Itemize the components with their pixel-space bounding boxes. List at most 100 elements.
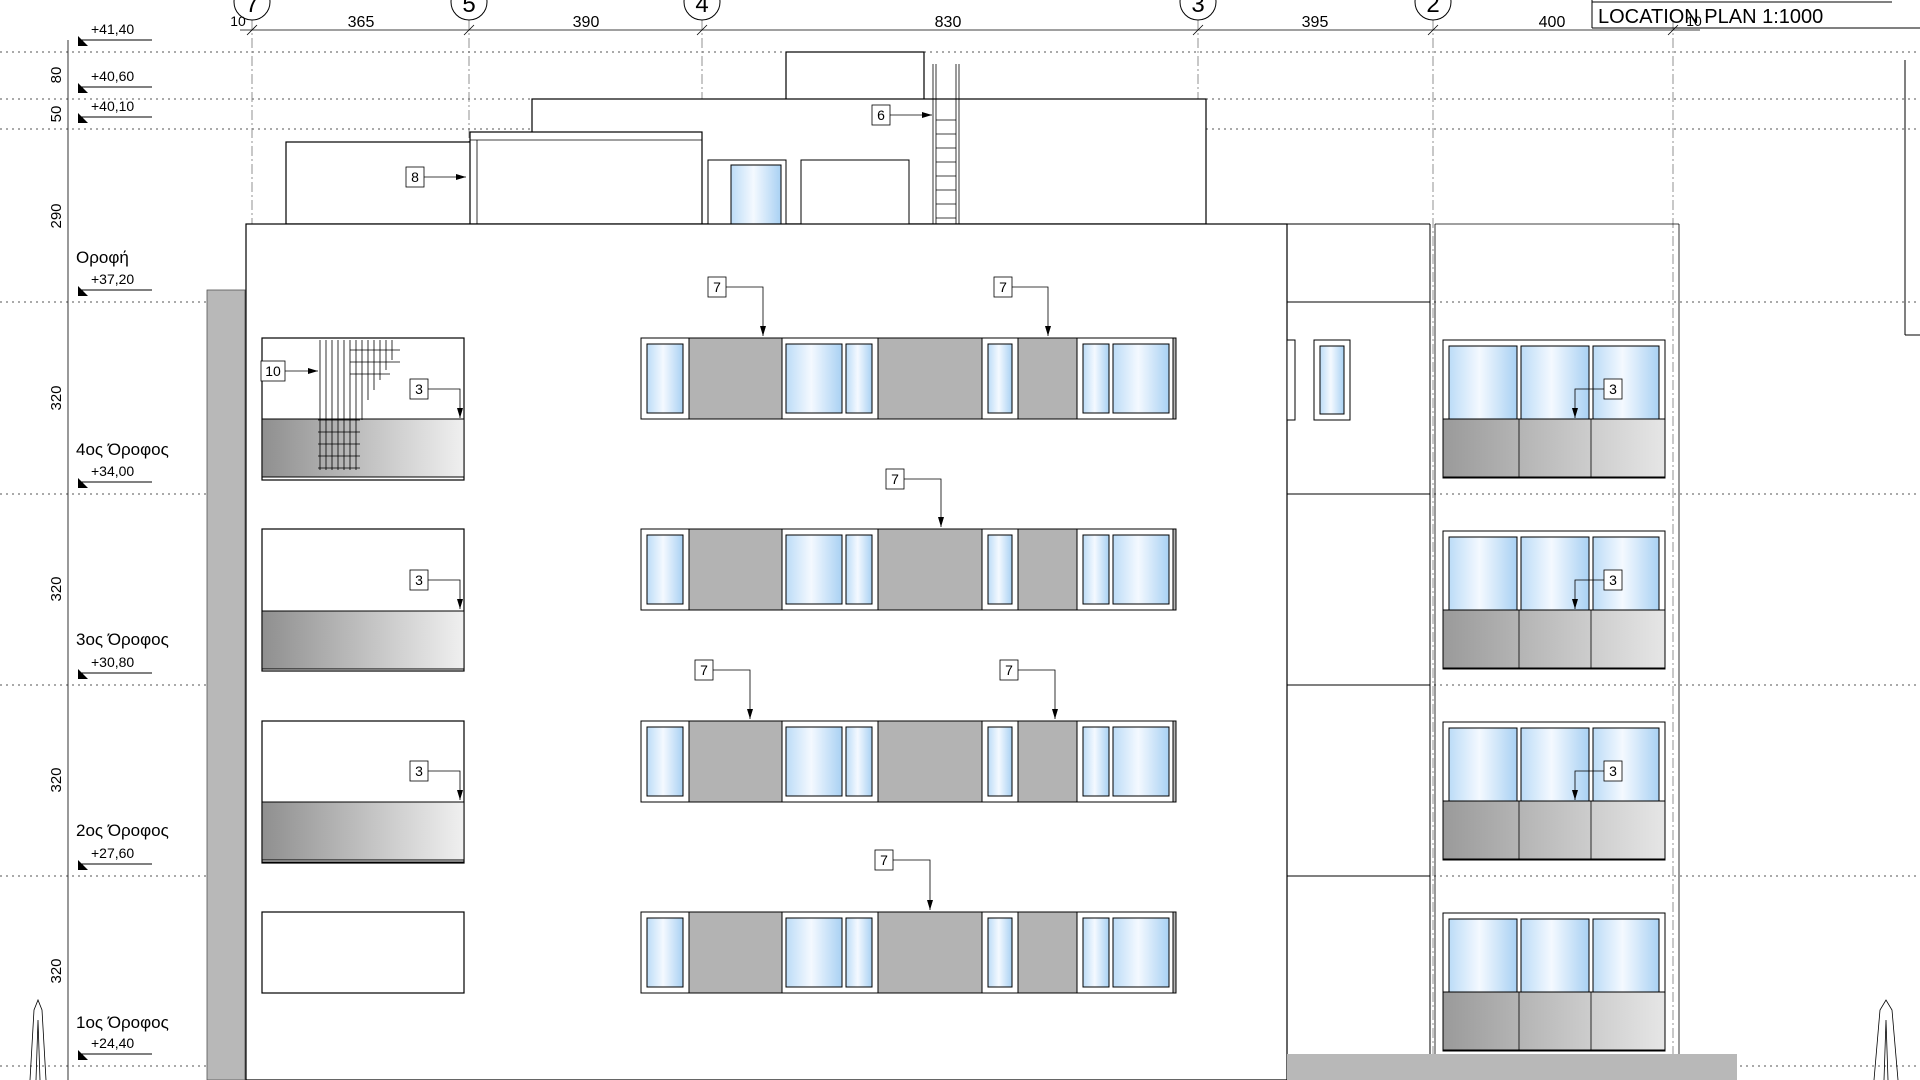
- tag-6: 6: [871, 104, 932, 126]
- tag-label: 3: [1609, 572, 1617, 588]
- level-marker: Οροφή +37,20: [76, 248, 152, 296]
- axis-bubble-4: 4: [683, 0, 721, 21]
- tag-label: 7: [1005, 662, 1013, 678]
- level-elevation: +40,60: [91, 68, 134, 84]
- spiral-stair: [318, 340, 400, 470]
- tag-label: 8: [411, 169, 419, 185]
- roof-structures: [285, 51, 1207, 225]
- dimension-label: 320: [48, 767, 65, 792]
- tag-label: 6: [877, 107, 885, 123]
- level-markers: +41,40 +40,60 +40,10 Οροφή +37,20 4ος Όρ…: [76, 21, 169, 1060]
- dimension-label: 80: [48, 67, 65, 84]
- level-elevation: +24,40: [91, 1035, 134, 1051]
- tag-label: 10: [265, 363, 281, 379]
- tag-label: 7: [880, 852, 888, 868]
- tag-label: 7: [999, 279, 1007, 295]
- dimension-label: 10: [230, 13, 246, 29]
- axis-label: 5: [462, 0, 475, 18]
- tag-3: 3: [1572, 569, 1623, 609]
- axis-label: 4: [695, 0, 708, 18]
- dimension-label: 400: [1539, 14, 1566, 31]
- level-name: 1ος Όροφος: [76, 1013, 169, 1032]
- tag-10: 10: [260, 360, 318, 382]
- dimension-label: 290: [48, 203, 65, 228]
- tag-label: 3: [415, 381, 423, 397]
- grid-axis-bubbles: 7 5 4 3 2: [233, 0, 1452, 21]
- window-band-3rd: [640, 528, 1177, 611]
- level-name: 2ος Όροφος: [76, 821, 169, 840]
- tag-label: 3: [415, 572, 423, 588]
- glazed-bay-4th: [1442, 339, 1666, 479]
- tag-3: 3: [1572, 760, 1623, 800]
- tag-label: 7: [700, 662, 708, 678]
- roof-ladder: [932, 64, 960, 224]
- level-marker: 1ος Όροφος +24,40: [76, 1013, 169, 1060]
- left-balconies: [261, 337, 465, 994]
- tag-8: 8: [405, 166, 466, 188]
- dimension-label: 320: [48, 385, 65, 410]
- window-band-1st: [640, 911, 1177, 994]
- window-bands: [640, 337, 1177, 994]
- level-elevation: +30,80: [91, 654, 134, 670]
- tag-7: 7: [885, 468, 944, 527]
- dimension-label: 390: [573, 14, 600, 31]
- tag-3: 3: [409, 378, 463, 418]
- location-plan-label: LOCATION PLAN 1:1000: [1598, 6, 1823, 28]
- level-elevation: +41,40: [91, 21, 134, 37]
- tag-label: 7: [891, 471, 899, 487]
- level-marker: 4ος Όροφος +34,00: [76, 440, 169, 488]
- dimension-label: 10: [1686, 13, 1702, 29]
- left-column: [206, 289, 246, 1080]
- dimension-label: 50: [48, 106, 65, 123]
- axis-bubble-7: 7: [233, 0, 271, 21]
- dimension-label: 365: [348, 14, 375, 31]
- level-name: 4ος Όροφος: [76, 440, 169, 459]
- glazed-bay-3rd: [1442, 530, 1666, 670]
- dimension-label: 830: [935, 14, 962, 31]
- axis-bubble-2: 2: [1414, 0, 1452, 21]
- level-marker: +40,10: [78, 98, 152, 123]
- tag-3: 3: [409, 569, 463, 609]
- level-name: 3ος Όροφος: [76, 630, 169, 649]
- tag-7: 7: [707, 276, 766, 336]
- tag-7: 7: [694, 659, 753, 719]
- title-block: LOCATION PLAN 1:1000: [1591, 0, 1920, 336]
- dimension-label: 320: [48, 958, 65, 983]
- level-elevation: +34,00: [91, 463, 134, 479]
- level-elevation: +37,20: [91, 271, 134, 287]
- tag-3: 3: [1572, 378, 1623, 418]
- annotation-tags: 6 8 10 3 3 3: [260, 104, 1623, 910]
- dimension-label: 395: [1302, 14, 1329, 31]
- level-marker: 2ος Όροφος +27,60: [76, 821, 169, 870]
- right-glazed-bays: [1442, 339, 1666, 1052]
- level-elevation: +27,60: [91, 845, 134, 861]
- ground-slab: [1287, 1054, 1737, 1080]
- window-band-4th: [640, 337, 1177, 420]
- glazed-bay-2nd: [1442, 721, 1666, 861]
- axis-label: 3: [1191, 0, 1204, 18]
- tag-label: 3: [1609, 381, 1617, 397]
- level-marker: 3ος Όροφος +30,80: [76, 630, 169, 679]
- right-block: [1286, 223, 1737, 1080]
- dimension-label: 320: [48, 576, 65, 601]
- tree-sketch-right: [1873, 999, 1899, 1080]
- tree-sketch-left: [29, 998, 47, 1080]
- tag-label: 3: [415, 763, 423, 779]
- window-band-2nd: [640, 720, 1177, 803]
- axis-label: 2: [1426, 0, 1439, 18]
- tag-7: 7: [999, 659, 1058, 719]
- tag-label: 7: [713, 279, 721, 295]
- axis-label: 7: [245, 0, 258, 18]
- tag-label: 3: [1609, 763, 1617, 779]
- vertical-dimension-chain: 80 50 290 320 320 320 320: [48, 40, 69, 1080]
- level-marker: +41,40: [78, 21, 152, 46]
- tag-3: 3: [409, 760, 463, 800]
- tag-7: 7: [874, 849, 933, 910]
- top-dimension-chain: 10 365 390 830 395 400 10: [230, 13, 1702, 36]
- level-marker: +40,60: [78, 68, 152, 93]
- level-elevation: +40,10: [91, 98, 134, 114]
- axis-bubble-3: 3: [1179, 0, 1217, 21]
- tag-7: 7: [993, 276, 1051, 336]
- level-name: Οροφή: [76, 248, 129, 267]
